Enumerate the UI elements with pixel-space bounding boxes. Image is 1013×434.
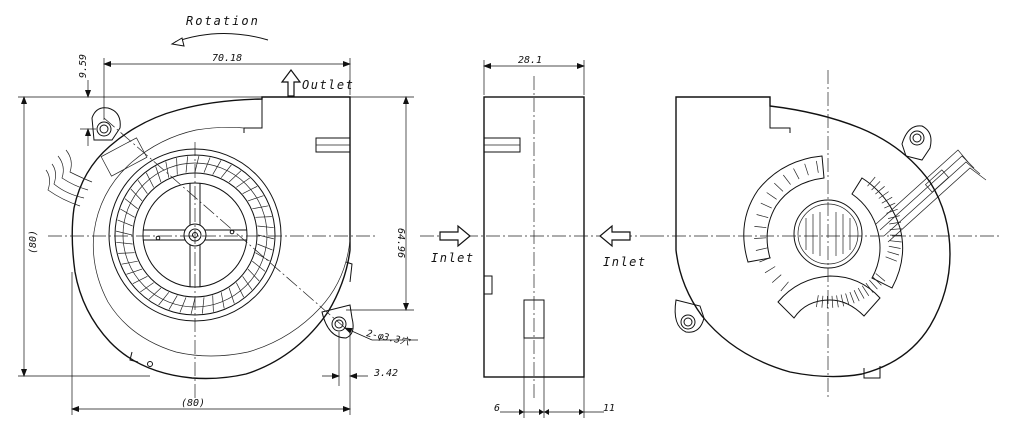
dim-top-offset: 9.59 <box>78 54 89 78</box>
inlet-arrow-right-icon <box>599 224 631 248</box>
dim-outlet-height: 64.96 <box>395 228 406 258</box>
inlet-right-label: Inlet <box>603 255 647 269</box>
rear-lead-wires <box>875 149 987 243</box>
dim-outlet-depth: 11 <box>603 403 615 414</box>
impeller-blades <box>116 156 274 314</box>
dim-inlet-offset: 6 <box>494 403 500 414</box>
dim-thickness: 28.1 <box>518 55 542 66</box>
front-lead-wires <box>45 137 148 207</box>
outlet-label: Outlet <box>302 78 354 92</box>
front-mounting-ear-top <box>91 107 121 141</box>
dim-overall-height: (80) <box>28 230 39 254</box>
rear-mounting-ear-top <box>901 125 932 161</box>
rear-inlet-windows <box>743 155 904 319</box>
front-dimensions: 70.18 9.59 (80) 64.96 2-φ3.3穴 3.42 (80) <box>18 53 418 415</box>
rotation-label: Rotation <box>186 14 260 28</box>
front-view <box>45 96 375 400</box>
front-scroll-curve <box>92 126 351 357</box>
side-housing-outline <box>483 96 585 378</box>
rotation-indicator: Rotation <box>170 14 269 47</box>
rear-mounting-ear-bottom <box>674 299 705 333</box>
outlet-indicator: Outlet <box>280 69 354 97</box>
outlet-arrow-icon <box>280 69 302 97</box>
front-mounting-ear-bottom <box>321 304 354 339</box>
dim-hole-spec: 2-φ3.3穴 <box>365 328 412 348</box>
rear-view <box>650 70 1000 400</box>
dim-top-width: 70.18 <box>212 53 242 64</box>
inlet-arrow-left-icon <box>439 224 471 248</box>
rear-housing-outline <box>675 96 951 378</box>
dim-overall-width: (80) <box>181 398 205 409</box>
side-view: Inlet Inlet <box>420 76 650 400</box>
front-housing-outline <box>71 96 351 380</box>
dim-edge-offset: 3.42 <box>373 368 398 379</box>
side-dimensions: 28.1 6 11 <box>483 55 615 418</box>
inlet-left-label: Inlet <box>431 251 475 265</box>
